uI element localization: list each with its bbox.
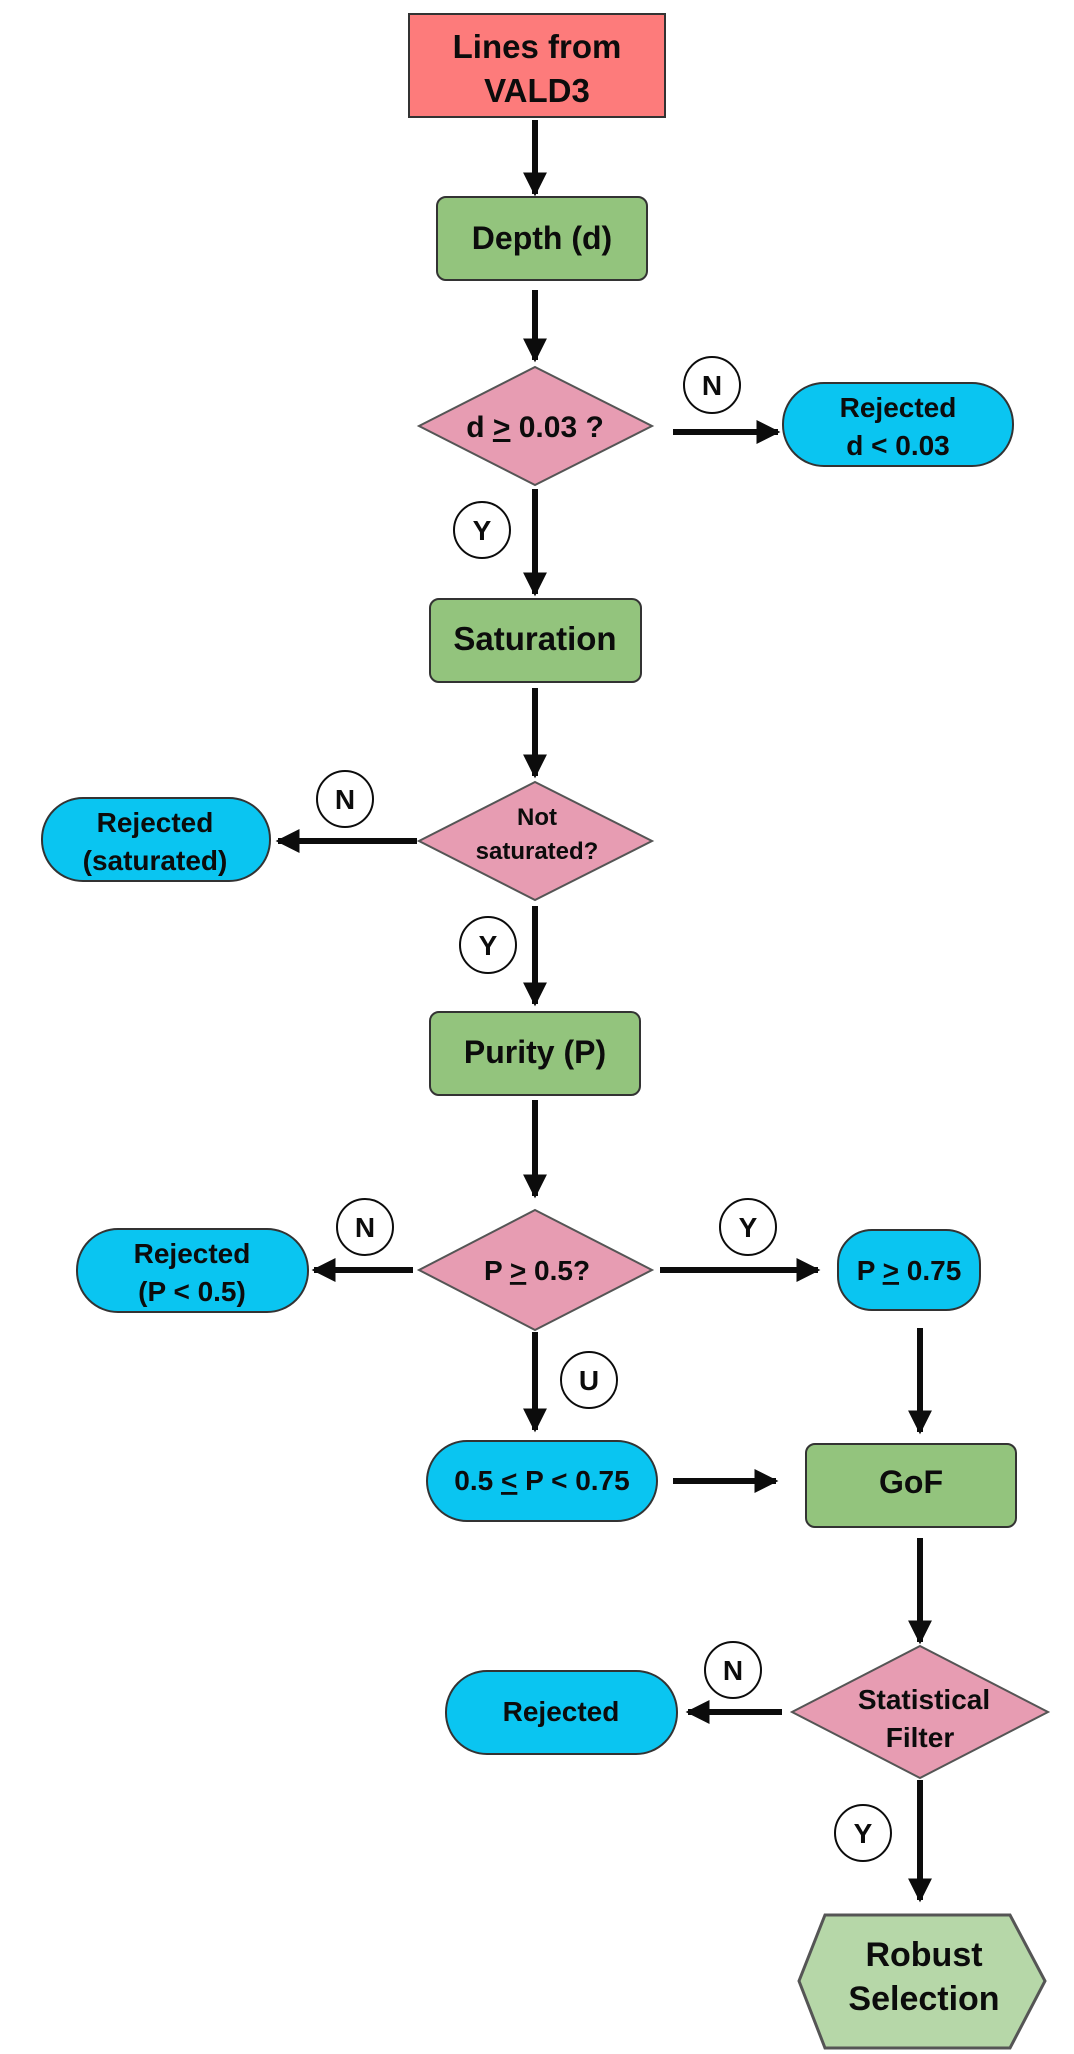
rejected-saturated-node: Rejected (saturated) (41, 797, 271, 882)
depth-threshold-decision: d > 0.03 ? (416, 365, 655, 487)
statistical-yes-label: Y (854, 1818, 873, 1849)
saturation-node-label: Saturation (453, 620, 616, 657)
depth-no-badge: N (683, 356, 741, 414)
depth-node: Depth (d) (436, 196, 648, 281)
purity-uncertain-badge: U (560, 1351, 618, 1409)
saturation-decision: Not saturated? (416, 780, 655, 902)
depth-no-label: N (702, 370, 722, 401)
rejected-depth-node: Rejected d < 0.03 (782, 382, 1014, 467)
start-node: Lines from VALD3 (408, 13, 666, 118)
depth-node-label: Depth (d) (472, 220, 612, 256)
purity-decision: P > 0.5? (416, 1208, 655, 1332)
rejected-purity-line2: (P < 0.5) (138, 1276, 246, 1307)
purity-decision-label: P > 0.5? (484, 1255, 590, 1286)
purity-high-node: P > 0.75 (837, 1229, 981, 1311)
saturation-yes-label: Y (479, 930, 498, 961)
robust-selection-node: Robust Selection (797, 1913, 1047, 2050)
saturation-decision-line2: saturated? (476, 838, 599, 865)
rejected-statistical-label: Rejected (503, 1696, 620, 1727)
purity-node-label: Purity (P) (464, 1034, 606, 1070)
gof-node-label: GoF (879, 1464, 943, 1500)
saturation-no-label: N (335, 784, 355, 815)
rejected-depth-line2: d < 0.03 (846, 430, 950, 461)
start-node-line2: VALD3 (484, 72, 590, 109)
purity-uncertain-label: U (579, 1365, 599, 1396)
purity-no-label: N (355, 1212, 375, 1243)
rejected-saturated-line1: Rejected (97, 807, 214, 838)
rejected-saturated-line2: (saturated) (83, 845, 228, 876)
statistical-no-label: N (723, 1655, 743, 1686)
depth-yes-label: Y (473, 515, 492, 546)
purity-yes-badge: Y (719, 1198, 777, 1256)
robust-selection-line1: Robust (865, 1936, 982, 1974)
connectors (275, 120, 932, 1903)
rejected-purity-node: Rejected (P < 0.5) (76, 1228, 309, 1313)
rejected-purity-line1: Rejected (134, 1238, 251, 1269)
purity-yes-label: Y (739, 1212, 758, 1243)
statistical-filter-line1: Statistical (858, 1684, 990, 1715)
start-node-line1: Lines from (453, 28, 622, 65)
statistical-yes-badge: Y (834, 1804, 892, 1862)
purity-no-badge: N (336, 1198, 394, 1256)
saturation-node: Saturation (429, 598, 642, 683)
rejected-depth-line1: Rejected (840, 392, 957, 423)
purity-node: Purity (P) (429, 1011, 641, 1096)
statistical-no-badge: N (704, 1641, 762, 1699)
depth-threshold-label: d > 0.03 ? (466, 411, 604, 444)
statistical-filter-decision: Statistical Filter (789, 1644, 1051, 1780)
statistical-filter-line2: Filter (886, 1722, 955, 1753)
rejected-statistical-node: Rejected (445, 1670, 678, 1755)
purity-mid-label: 0.5 < P < 0.75 (454, 1465, 629, 1496)
depth-yes-badge: Y (453, 501, 511, 559)
saturation-yes-badge: Y (459, 916, 517, 974)
robust-selection-line2: Selection (848, 1980, 999, 2018)
purity-high-label: P > 0.75 (857, 1255, 962, 1286)
saturation-no-badge: N (316, 770, 374, 828)
gof-node: GoF (805, 1443, 1017, 1528)
purity-mid-node: 0.5 < P < 0.75 (426, 1440, 658, 1522)
saturation-decision-line1: Not (517, 804, 557, 831)
